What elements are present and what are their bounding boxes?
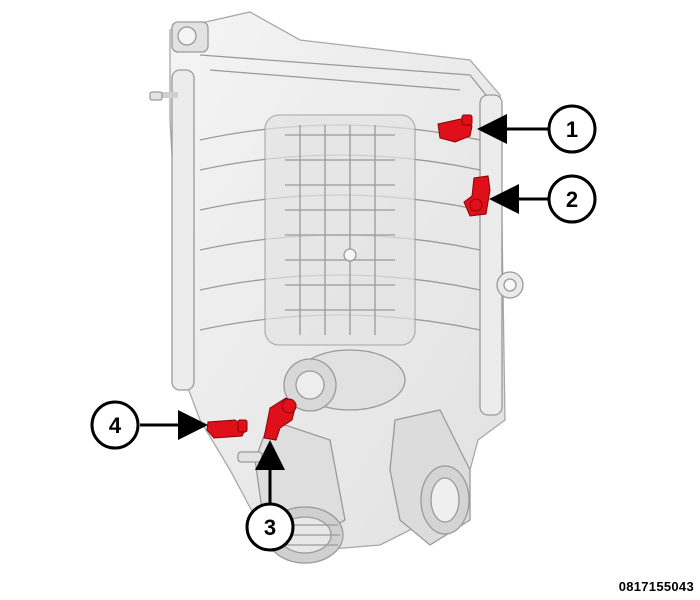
sensor-4-part-icon [206,419,248,439]
intake-manifold-illustration [149,11,524,564]
callout-1: 1 [547,104,597,154]
sensors-highlighted [206,114,491,441]
callout-4-label: 4 [109,413,122,438]
callout-1-label: 1 [566,117,578,142]
callout-arrows [140,114,548,503]
callout-circles: 1 2 3 4 [90,104,597,552]
callout-4: 4 [90,400,140,450]
sensor-1-part-icon [437,114,473,143]
callout-3: 3 [245,502,295,552]
callout-2: 2 [547,174,597,224]
callout-3-label: 3 [264,515,276,540]
figure-id-label: 0817155043 [618,579,694,594]
callout-2-label: 2 [566,187,578,212]
sensor-2-part-icon [463,175,491,217]
sensor-3-part-icon [263,397,297,441]
